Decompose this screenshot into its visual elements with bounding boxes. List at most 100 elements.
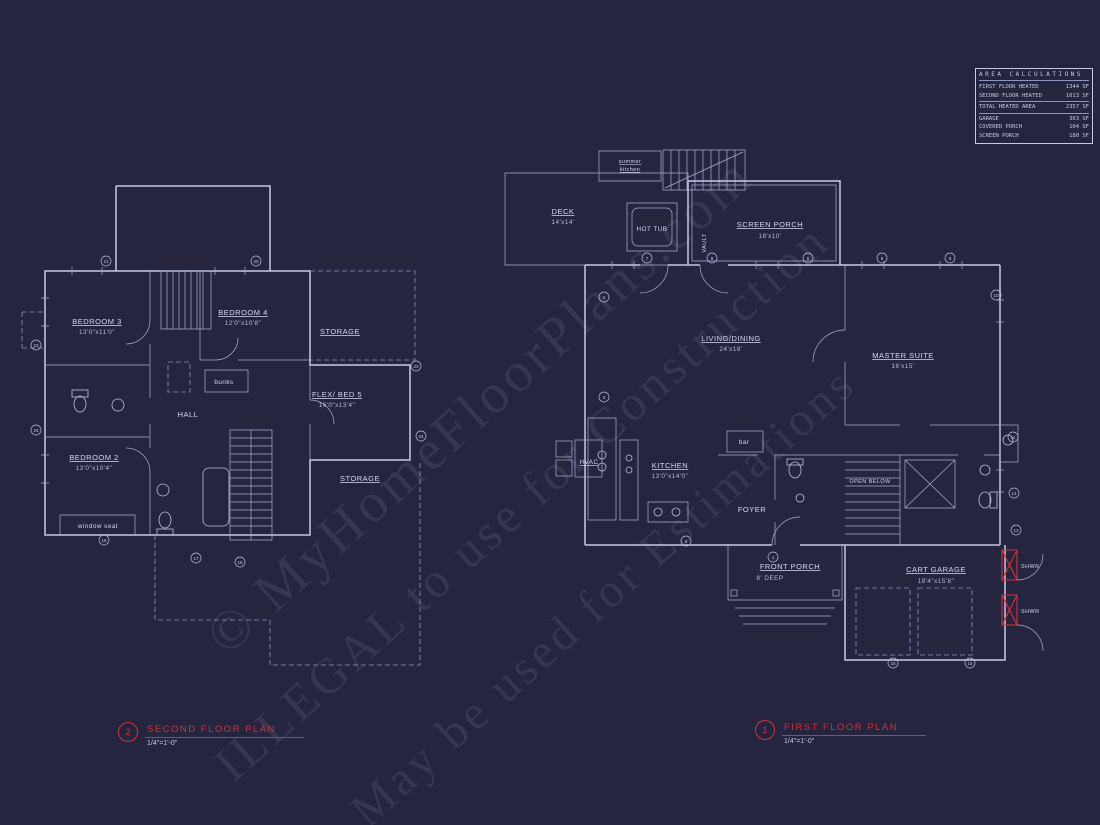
- sheet-marker-icon: 1: [755, 720, 775, 740]
- window-callout-19: 19: [30, 424, 42, 436]
- room-label-bar: bar: [739, 439, 750, 446]
- room-dims-kitchen: 13'0"x14'0": [652, 473, 689, 480]
- room-label-living-dining: LIVING/DINING: [701, 334, 760, 343]
- area-row-value: 104 SF: [1069, 124, 1089, 131]
- sheet-marker-icon: 2: [118, 722, 138, 742]
- room-dims-bedroom4: 12'0"x10'8": [225, 320, 262, 327]
- room-label-bedroom3: BEDROOM 3: [72, 317, 122, 326]
- second-floor-plan-scale: 1/4"=1'-0": [147, 740, 178, 747]
- room-label-foyer: FOYER: [738, 505, 766, 514]
- second-floor-plan: BEDROOM 3 13'0"x11'0" BEDROOM 4 12'0"x10…: [21, 185, 427, 666]
- svg-text:2: 2: [685, 539, 688, 544]
- area-table-row: COVERED PORCH 104 SF: [979, 123, 1089, 132]
- room-dims-cart-garage: 18'4"x15'8": [918, 578, 955, 585]
- room-label-bunks: bunks: [214, 379, 233, 386]
- area-table-row-total: TOTAL HEATED AREA 2357 SF: [979, 101, 1089, 114]
- first-floor-plan: summer kitchen DECK 14'x14' HOT TUB SCRE…: [504, 149, 1044, 669]
- svg-text:22: 22: [33, 343, 39, 348]
- room-dims-screen-porch: 18'x10': [758, 233, 781, 240]
- area-row-label: SECOND FLOOR HEATED: [979, 92, 1042, 99]
- svg-text:10: 10: [993, 293, 999, 298]
- room-dims-bedroom2: 13'0"x10'4": [76, 465, 113, 472]
- window-callout-8: 8: [876, 252, 888, 264]
- room-label-screen-porch: SCREEN PORCH: [737, 220, 803, 229]
- room-label-storage-top: STORAGE: [320, 327, 360, 336]
- area-row-value: 2357 SF: [1065, 104, 1089, 111]
- svg-text:23: 23: [413, 364, 419, 369]
- svg-text:21: 21: [103, 259, 109, 264]
- room-label-cart-garage: CART GARAGE: [906, 565, 966, 574]
- second-floor-plan-title: SECOND FLOOR PLAN: [145, 722, 304, 738]
- room-label-hvac: HVAC: [579, 459, 598, 466]
- second-floor-callouts: 16 17 18 19 20 21 22 23 24: [30, 255, 427, 568]
- room-label-shwr-2: SHWR: [1021, 609, 1039, 615]
- room-label-open-below: OPEN BELOW: [849, 479, 891, 485]
- window-callout-13: 13: [1010, 524, 1022, 536]
- svg-text:13: 13: [1013, 528, 1019, 533]
- window-callout-11: 11: [1007, 431, 1019, 443]
- area-table-title: AREA CALCULATIONS: [979, 71, 1089, 81]
- svg-text:15: 15: [890, 661, 896, 666]
- room-label-bedroom4: BEDROOM 4: [218, 308, 268, 317]
- window-callout-21: 21: [100, 255, 112, 267]
- window-callout-24: 24: [415, 430, 427, 442]
- room-label-vault: VAULT: [702, 233, 708, 252]
- window-callout-20: 20: [250, 255, 262, 267]
- svg-text:14: 14: [967, 661, 973, 666]
- room-dims-living-dining: 24'x18': [719, 346, 742, 353]
- window-callout-9: 9: [944, 252, 956, 264]
- svg-text:20: 20: [253, 259, 259, 264]
- area-row-label: SCREEN PORCH: [979, 132, 1019, 139]
- area-row-value: 1344 SF: [1065, 84, 1089, 90]
- svg-text:5: 5: [807, 256, 810, 261]
- svg-text:3: 3: [603, 395, 606, 400]
- room-dims-deck: 14'x14': [551, 219, 574, 226]
- room-dims-master-suite: 16'x15': [891, 363, 914, 370]
- window-callout-7: 7: [641, 252, 653, 264]
- svg-text:19: 19: [33, 428, 39, 433]
- area-table-row: GARAGE 363 SF: [979, 115, 1089, 124]
- area-row-label: TOTAL HEATED AREA: [979, 104, 1036, 111]
- area-table-row: SECOND FLOOR HEATED 1013 SF: [979, 92, 1089, 101]
- area-row-value: 180 SF: [1069, 132, 1089, 139]
- window-callout-2: 2: [680, 535, 692, 547]
- window-callout-4: 4: [598, 291, 610, 303]
- svg-text:24: 24: [418, 434, 424, 439]
- window-callout-1: 1: [767, 551, 779, 563]
- window-callout-6: 6: [706, 252, 718, 264]
- room-label-deck: DECK: [552, 207, 575, 216]
- first-floor-plan-scale: 1/4"=1'-0": [784, 738, 815, 745]
- room-label-window-seat: window seat: [77, 523, 118, 530]
- room-label-storage-bottom: STORAGE: [340, 474, 380, 483]
- svg-text:11: 11: [1011, 435, 1016, 440]
- room-label-bedroom2: BEDROOM 2: [69, 453, 119, 462]
- room-label-kitchen: KITCHEN: [652, 461, 688, 470]
- window-callout-17: 17: [190, 552, 202, 564]
- area-row-value: 363 SF: [1069, 115, 1089, 122]
- svg-text:9: 9: [949, 256, 952, 261]
- area-table-row: SCREEN PORCH 180 SF: [979, 132, 1089, 141]
- area-row-value: 1013 SF: [1065, 92, 1089, 99]
- sheet-marker-number: 1: [762, 725, 768, 735]
- room-label-summer-kitchen-2: kitchen: [620, 167, 641, 173]
- window-callout-16: 16: [98, 534, 110, 546]
- room-label-hall: HALL: [178, 410, 199, 419]
- svg-text:12: 12: [1011, 491, 1017, 496]
- room-label-summer-kitchen-1: summer: [619, 159, 641, 165]
- area-calculations-table: AREA CALCULATIONS FIRST FLOOR HEATED 134…: [975, 68, 1093, 145]
- second-floor-title-block: 2 SECOND FLOOR PLAN 1/4"=1'-0": [118, 722, 304, 747]
- window-callout-10: 10: [990, 289, 1002, 301]
- sheet-marker-number: 2: [125, 727, 131, 737]
- window-callout-3: 3: [598, 391, 610, 403]
- room-dims-bedroom3: 13'0"x11'0": [79, 329, 115, 336]
- svg-text:17: 17: [193, 556, 199, 561]
- svg-text:18: 18: [237, 560, 243, 565]
- window-callout-15: 15: [887, 657, 899, 669]
- window-callout-22: 22: [30, 339, 42, 351]
- window-callout-5: 5: [802, 252, 814, 264]
- first-floor-title-block: 1 FIRST FLOOR PLAN 1/4"=1'-0": [755, 720, 927, 745]
- room-label-front-porch: FRONT PORCH: [760, 562, 820, 571]
- window-callout-23: 23: [410, 360, 422, 372]
